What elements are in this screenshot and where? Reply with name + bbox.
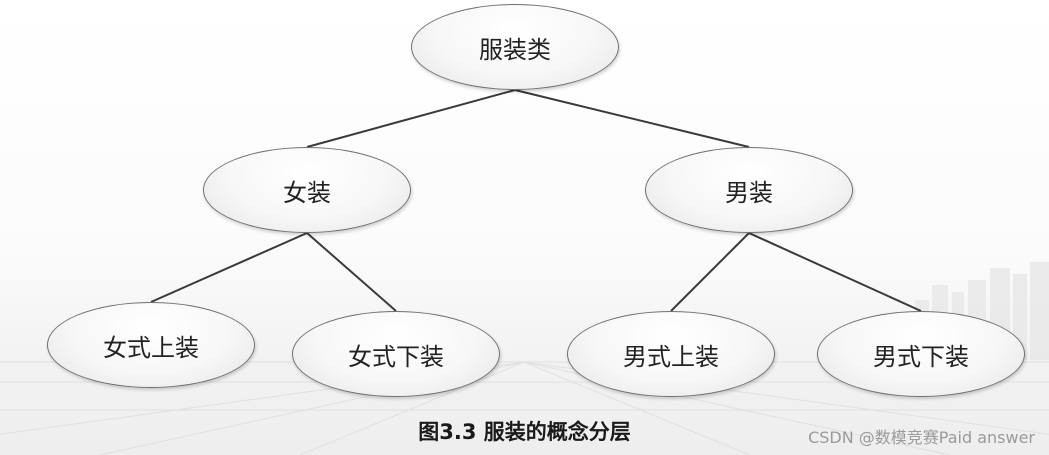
edge-men-men-top (670, 232, 750, 312)
node-women-bottom: 女式下装 (292, 311, 500, 397)
edge-women-women-bottom (306, 232, 397, 312)
node-women-bottom-label: 女式下装 (348, 342, 444, 371)
node-root-label: 服装类 (479, 35, 551, 64)
node-men-top-label: 男式上装 (623, 342, 719, 371)
csdn-watermark: CSDN @数模竞赛Paid answer (808, 428, 1035, 447)
node-men-bottom-label: 男式下装 (873, 342, 969, 371)
edge-women-women-top (150, 232, 308, 303)
node-men-top: 男式上装 (567, 311, 775, 397)
figure-caption: 图3.3 服装的概念分层 (418, 420, 631, 444)
node-women-label: 女装 (283, 178, 331, 207)
edge-root-men (514, 89, 750, 148)
edge-men-men-bottom (748, 232, 922, 312)
edge-root-women (306, 89, 516, 148)
node-women-top-label: 女式上装 (103, 333, 199, 362)
node-root: 服装类 (411, 4, 619, 90)
node-men: 男装 (645, 147, 853, 233)
node-women-top: 女式上装 (47, 302, 255, 388)
node-men-label: 男装 (725, 178, 773, 207)
node-women: 女装 (203, 147, 411, 233)
node-men-bottom: 男式下装 (817, 311, 1025, 397)
